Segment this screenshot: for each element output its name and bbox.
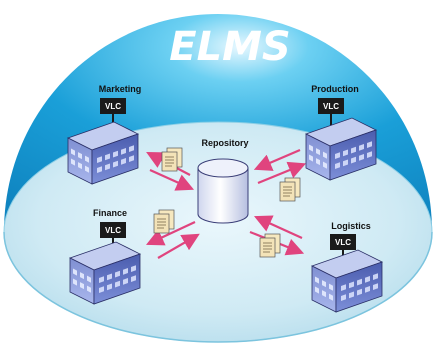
arrow-from-marketing — [149, 168, 195, 191]
node-production: Production VLC — [305, 84, 377, 181]
arrow-from-finance — [157, 233, 200, 259]
svg-text:VLC: VLC — [105, 102, 121, 111]
node-marketing: Marketing VLC — [67, 84, 142, 185]
production-vlc-badge — [318, 98, 344, 114]
diagram-title: ELMS — [169, 24, 290, 70]
svg-text:VLC: VLC — [105, 226, 121, 235]
ground-rim — [3, 231, 433, 343]
arrow-from-production — [253, 148, 301, 171]
node-finance: Finance VLC — [69, 208, 141, 305]
arrow-to-production — [257, 161, 307, 185]
node-logistics: Logistics VLC — [311, 221, 383, 313]
arrow-to-finance — [146, 221, 196, 246]
logistics-vlc-badge — [330, 234, 356, 250]
arrow-from-logistics — [253, 215, 303, 240]
marketing-label: Marketing — [99, 84, 142, 94]
svg-text:VLC: VLC — [323, 102, 339, 111]
finance-label: Finance — [93, 208, 127, 218]
marketing-vlc-badge — [100, 98, 126, 114]
repository-database-icon — [197, 158, 249, 224]
svg-text:VLC: VLC — [335, 238, 351, 247]
repository-label: Repository — [201, 138, 248, 148]
logistics-label: Logistics — [331, 221, 371, 231]
production-label: Production — [311, 84, 359, 94]
finance-vlc-badge — [100, 222, 126, 238]
